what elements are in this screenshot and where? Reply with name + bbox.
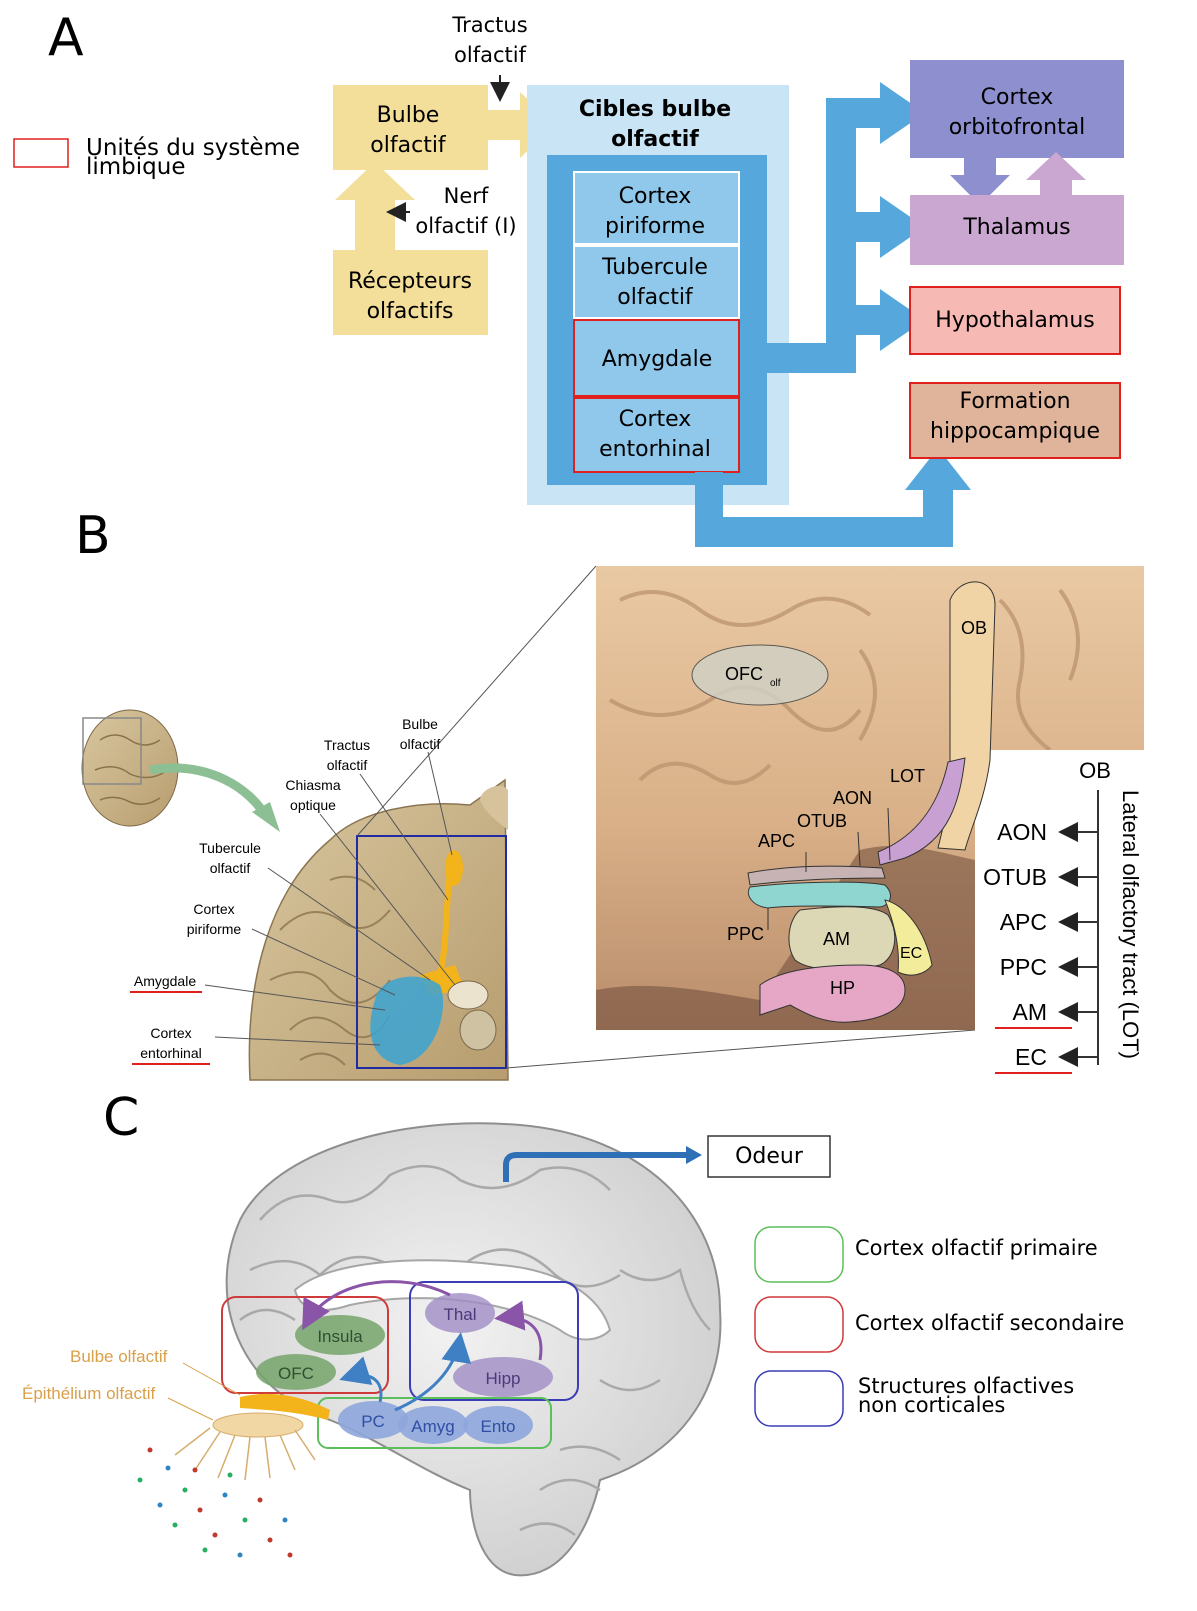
ento-label: Ento [481, 1417, 516, 1436]
thalamus-label: Thalamus [962, 215, 1070, 240]
insula-label: Insula [317, 1327, 363, 1346]
sagittal-brain [227, 1123, 721, 1575]
b-entorhinal-label-1: Cortex [150, 1025, 191, 1041]
legend-noncort-label-2: non corticales [858, 1393, 1005, 1417]
odorant-dots [138, 1448, 293, 1558]
limbic-legend-swatch [14, 139, 68, 167]
legend-secondaire-label: Cortex olfactif secondaire [855, 1311, 1124, 1335]
lot-list-item-ec: EC [1015, 1044, 1047, 1070]
amyg-label: Amyg [411, 1417, 454, 1436]
nerf-label-1: Nerf [444, 184, 489, 208]
b-piriforme-label-2: piriforme [187, 921, 242, 937]
apc-label: APC [758, 831, 795, 851]
pc-label: PC [361, 1412, 385, 1431]
ofc-olf-label: OFC [725, 664, 763, 684]
legend-primaire-label: Cortex olfactif primaire [855, 1236, 1098, 1260]
b-tubercule-label-2: olfactif [210, 860, 251, 876]
nerf-label-2: olfactif (I) [415, 214, 516, 238]
otub-label: OTUB [797, 811, 847, 831]
hp-label: HP [830, 978, 855, 998]
tubercule-label-2: olfactif [617, 285, 694, 310]
panel-b: B Bulbe olfactif Tractus olfactif Chi [75, 506, 1144, 1080]
lot-list-item-am: AM [1013, 999, 1048, 1025]
receptor-to-bulb-arrow [335, 162, 415, 250]
bulbe-label-1: Bulbe [377, 103, 440, 128]
lot-list-item-apc: APC [1000, 909, 1047, 935]
thalamus-to-ofc-arrow [1026, 152, 1086, 195]
panel-b-letter: B [75, 506, 111, 566]
hipp-label: Hipp [486, 1369, 521, 1388]
amygdale-label: Amygdale [602, 347, 713, 372]
b-entorhinal-label-2: entorhinal [140, 1045, 202, 1061]
piriforme-label-2: piriforme [605, 214, 705, 239]
lot-list-item-otub: OTUB [983, 864, 1047, 890]
legend-primaire-swatch [755, 1227, 843, 1282]
panel-a: A Unités du système limbique Bulbe olfac… [14, 8, 1124, 547]
b-tractus-label-2: olfactif [327, 757, 368, 773]
tractus-label-2: olfactif [454, 43, 527, 67]
b-chiasma-label-1: Chiasma [285, 777, 340, 793]
entorhinal-label-2: entorhinal [599, 437, 711, 462]
entorhinal-label-1: Cortex [619, 407, 692, 432]
recepteurs-label-1: Récepteurs [348, 269, 472, 294]
panel-c: C Insula OFC Thal Hipp PC Amyg Ento [22, 1088, 1124, 1575]
bulbe-c-label: Bulbe olfactif [70, 1347, 168, 1366]
piriforme-label-1: Cortex [619, 184, 692, 209]
orbitofrontal-label-1: Cortex [981, 85, 1054, 110]
hippocampique-label-1: Formation [959, 389, 1070, 414]
b-tubercule-label-1: Tubercule [199, 840, 261, 856]
b-amygdale-label: Amygdale [134, 973, 196, 989]
orbitofrontal-label-2: orbitofrontal [949, 115, 1086, 140]
lot-label: LOT [890, 766, 925, 786]
am-label: AM [823, 929, 850, 949]
ppc-label: PPC [727, 924, 764, 944]
ofc-olf-sub: olf [770, 678, 781, 689]
aon-label: AON [833, 788, 872, 808]
epithelium-c-label: Épithélium olfactif [22, 1384, 156, 1403]
recepteurs-label-2: olfactifs [367, 299, 454, 324]
odeur-label: Odeur [735, 1144, 804, 1169]
b-piriforme-label-1: Cortex [193, 901, 234, 917]
b-bulbe-label-1: Bulbe [402, 716, 438, 732]
hippocampique-label-2: hippocampique [930, 419, 1100, 444]
ob-label: OB [961, 618, 987, 638]
hypothalamus-label: Hypothalamus [935, 308, 1094, 333]
ppc-region [748, 882, 890, 908]
panel-a-letter: A [48, 8, 84, 68]
panel-c-letter: C [103, 1088, 139, 1148]
b-chiasma-label-2: optique [290, 797, 336, 813]
tubercule-label-1: Tubercule [601, 255, 708, 280]
limbic-legend-label-2: limbique [86, 154, 186, 180]
b-bulbe-label-2: olfactif [400, 736, 441, 752]
lot-axis-label: Lateral olfactory tract (LOT) [1118, 790, 1143, 1059]
zoom-line-bottom [506, 1030, 975, 1068]
bulbe-label-2: olfactif [370, 133, 447, 158]
b-tractus-label-1: Tractus [324, 737, 370, 753]
zoom-line-top [357, 566, 596, 836]
cibles-label-1: Cibles bulbe [579, 97, 731, 122]
lot-top-ob: OB [1079, 758, 1111, 783]
lot-list-item-ppc: PPC [1000, 954, 1047, 980]
tractus-label-1: Tractus [451, 13, 527, 37]
ec-label: EC [900, 945, 922, 962]
legend-secondaire-swatch [755, 1297, 843, 1352]
ofc-c-label: OFC [278, 1364, 314, 1383]
bulb-yellow [445, 850, 463, 886]
thal-label: Thal [443, 1305, 476, 1324]
lot-list-item-aon: AON [997, 819, 1047, 845]
legend-noncort-swatch [755, 1371, 843, 1426]
cibles-label-2: olfactif [611, 127, 699, 152]
epithelium-c [213, 1413, 303, 1437]
